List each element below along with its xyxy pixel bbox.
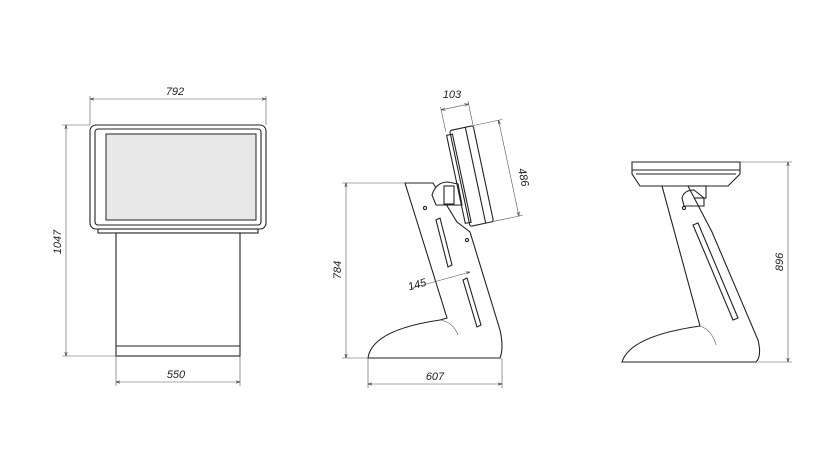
- dim-line-side-leg: [411, 272, 470, 289]
- front-monitor-bezel: [94, 128, 262, 226]
- dim-line-side-panel-height: [499, 120, 519, 216]
- front-monitor-bottom-strip: [97, 228, 259, 234]
- side-slot-upper: [435, 217, 453, 268]
- front-pedestal: [115, 232, 241, 357]
- rear-slot: [692, 222, 739, 321]
- rear-stand-body: [621, 185, 761, 363]
- dim-side-leg-width: 145: [407, 277, 429, 294]
- dim-side-base-depth: 607: [426, 371, 445, 383]
- dim-front-height: 1047: [52, 229, 64, 254]
- dim-front-width: 792: [166, 86, 184, 98]
- side-view: 103 486 145 784 607: [332, 89, 531, 388]
- side-panel: [449, 125, 494, 227]
- front-view: 792 1047 550: [52, 86, 267, 386]
- side-slot-lower: [462, 277, 482, 328]
- dim-side-panel-depth: 103: [443, 89, 462, 101]
- side-bolt-upper: [422, 205, 428, 211]
- side-stand-body: [367, 182, 503, 359]
- dim-side-panel-height: 486: [515, 167, 531, 188]
- dim-side-stand-height: 784: [332, 261, 344, 279]
- dim-front-base-width: 550: [167, 369, 186, 381]
- dim-line-side-panel-depth: [441, 104, 468, 110]
- side-bracket-plate: [443, 185, 455, 205]
- side-bolt-lower: [464, 237, 470, 243]
- dim-rear-height: 896: [774, 252, 786, 271]
- front-screen: [105, 133, 257, 221]
- rear-view: 896: [621, 161, 792, 363]
